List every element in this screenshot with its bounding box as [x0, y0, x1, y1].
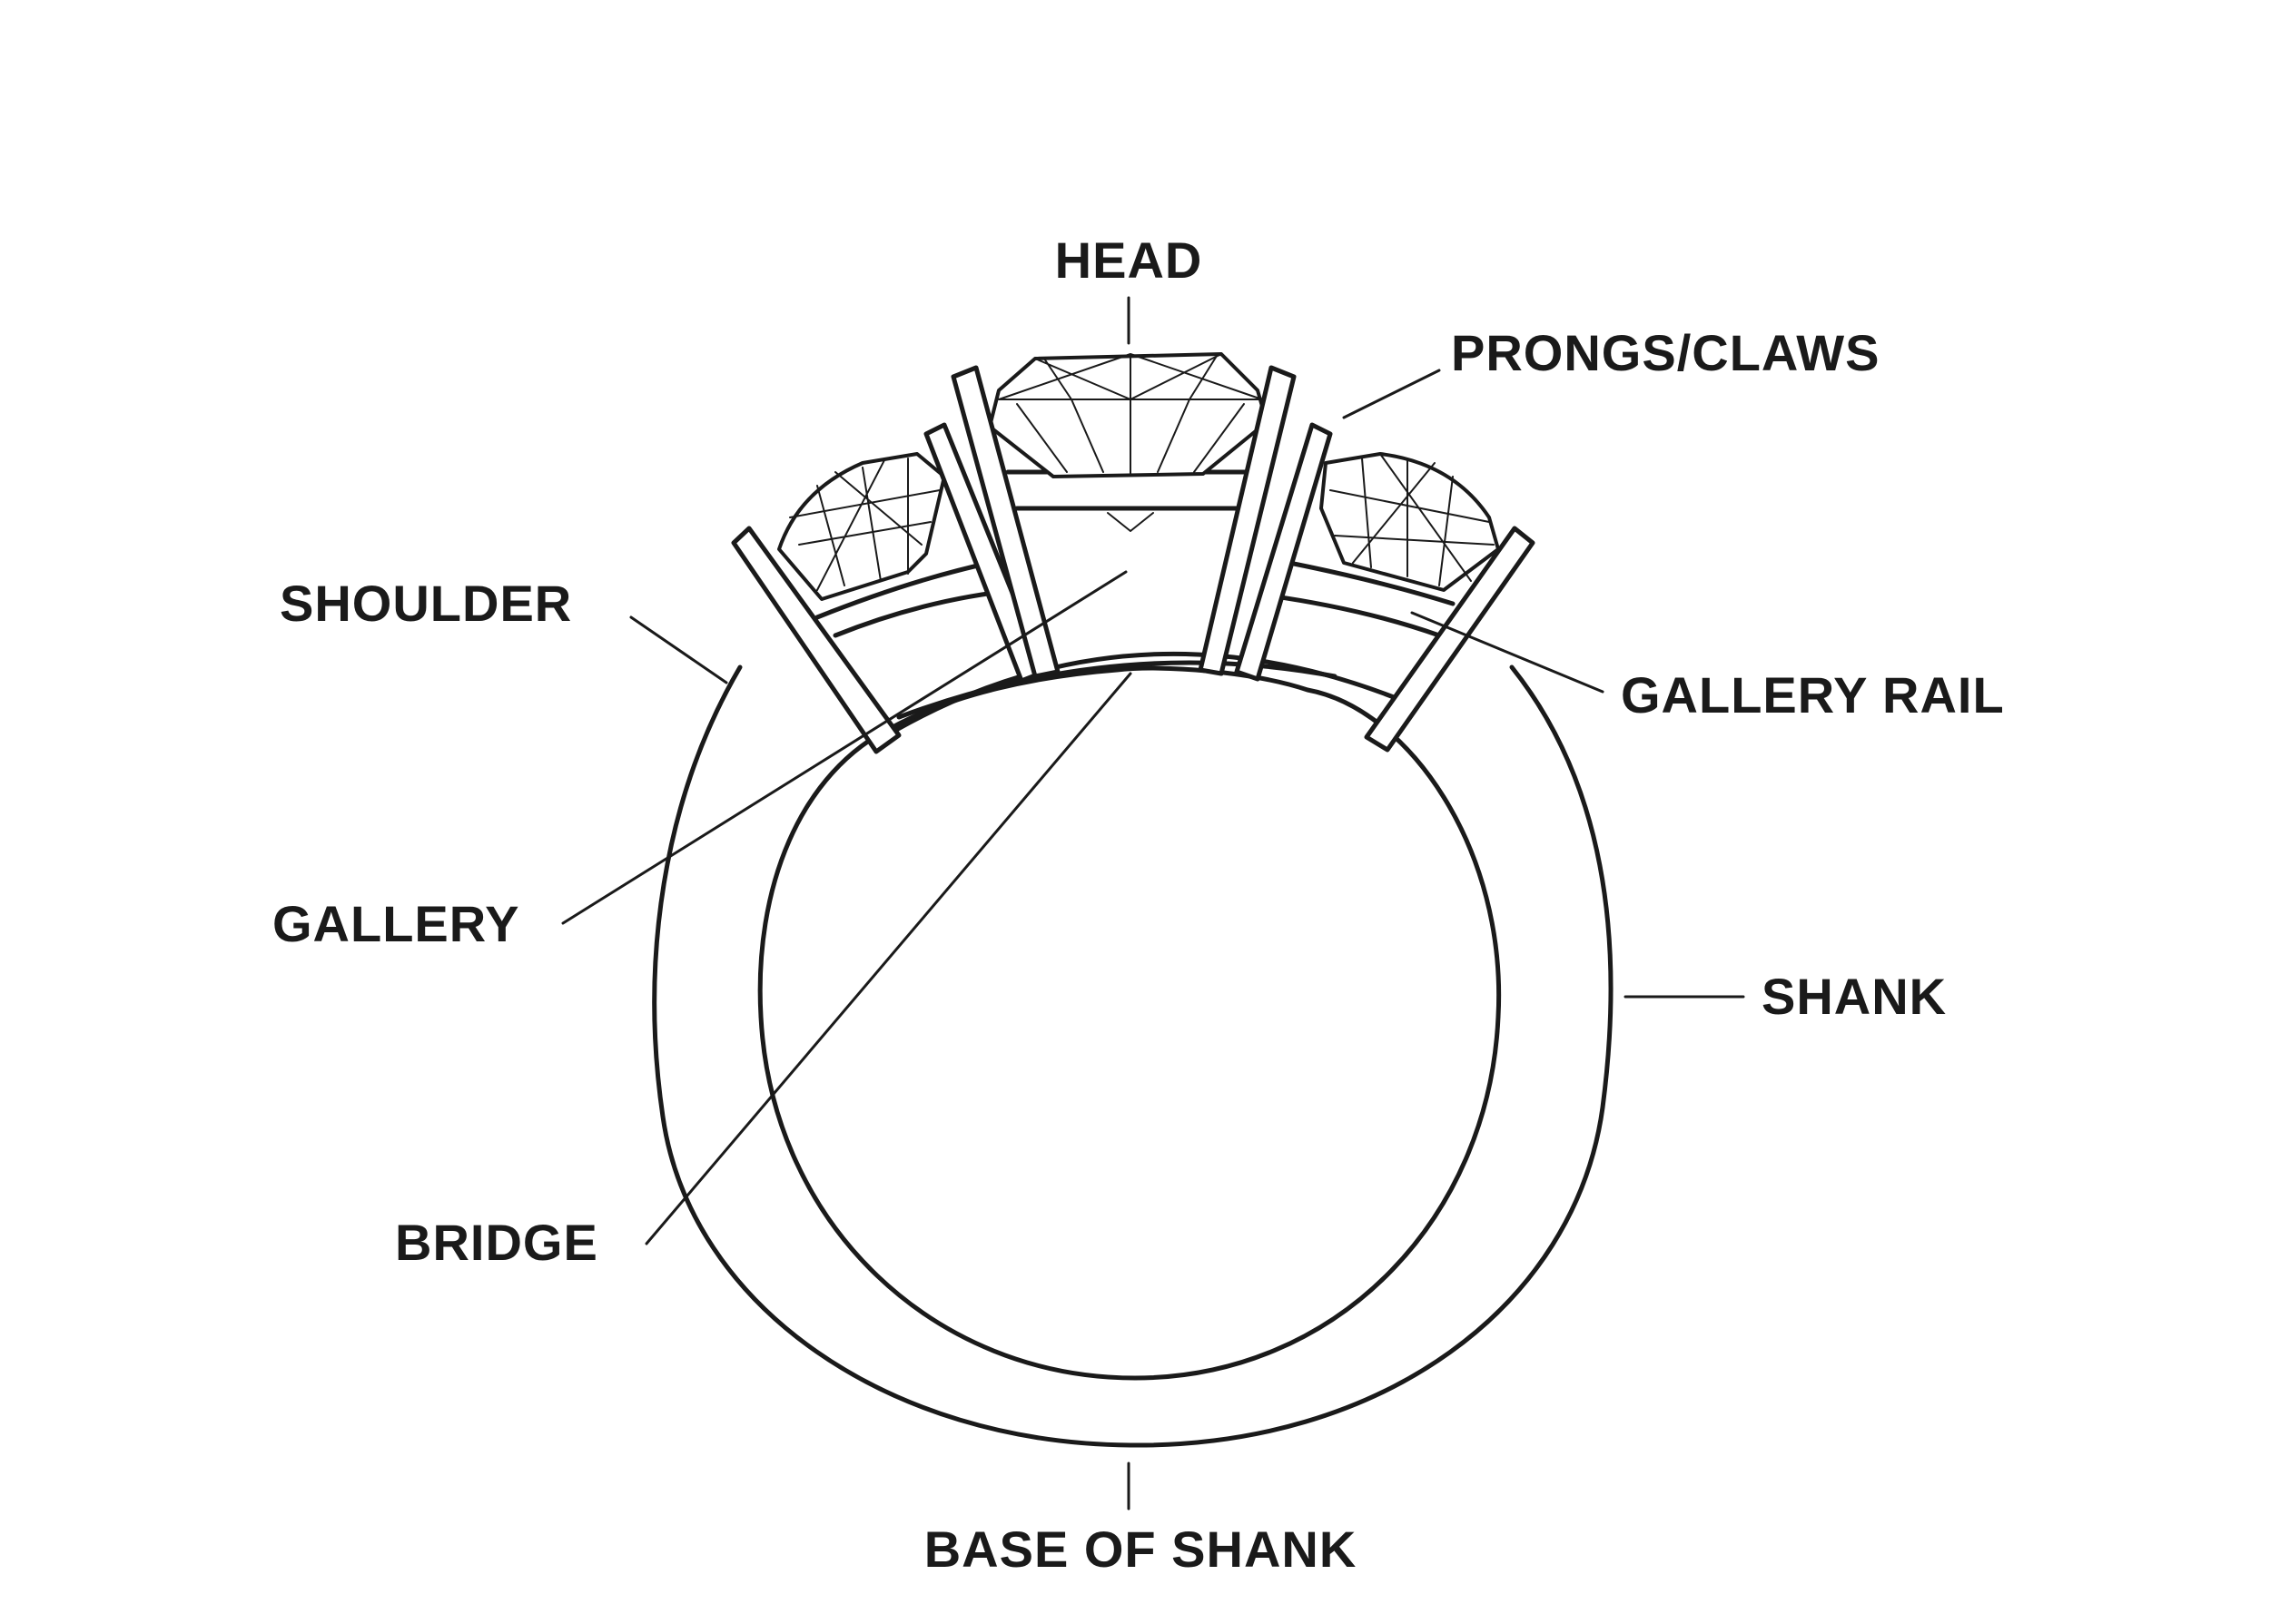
shank-outer-edge [652, 664, 1614, 1448]
prongs [731, 365, 1535, 754]
shank-inner-edge [757, 665, 1502, 1381]
label-prongs-claws: PRONGS/CLAWS [1451, 324, 1880, 381]
gallery-rail-leader [1410, 611, 1604, 694]
prongs-leader [1342, 369, 1441, 419]
leader-lines [561, 296, 1745, 1511]
culet [1107, 512, 1154, 532]
prong-far-left [731, 526, 902, 754]
gallery-leader [561, 570, 1128, 925]
shoulder-leader [629, 615, 728, 684]
prong-right-outer [1234, 422, 1333, 682]
upper-gallery-rail-right [1287, 560, 1456, 606]
labels: HEAD PRONGS/CLAWS SHOULDER GALLERY RAIL … [272, 231, 2005, 1578]
right-side-stone [1319, 452, 1500, 592]
label-base-of-shank: BASE OF SHANK [924, 1521, 1357, 1578]
label-bridge: BRIDGE [395, 1214, 598, 1271]
prong-left-inner [951, 365, 1061, 679]
prong-far-right [1364, 526, 1535, 753]
shank [652, 664, 1614, 1448]
bridge-leader [645, 672, 1132, 1245]
lower-gallery-rail-right [1259, 592, 1442, 638]
center-stone [988, 352, 1268, 532]
label-head: HEAD [1055, 231, 1203, 289]
label-gallery-rail: GALLERY RAIL [1621, 666, 2005, 723]
label-shoulder: SHOULDER [280, 575, 572, 632]
label-gallery: GALLERY [272, 895, 519, 952]
label-shank: SHANK [1762, 968, 1947, 1025]
left-side-stone [777, 452, 946, 601]
upper-gallery-rail-left [814, 560, 992, 620]
prong-right-inner [1198, 365, 1297, 676]
